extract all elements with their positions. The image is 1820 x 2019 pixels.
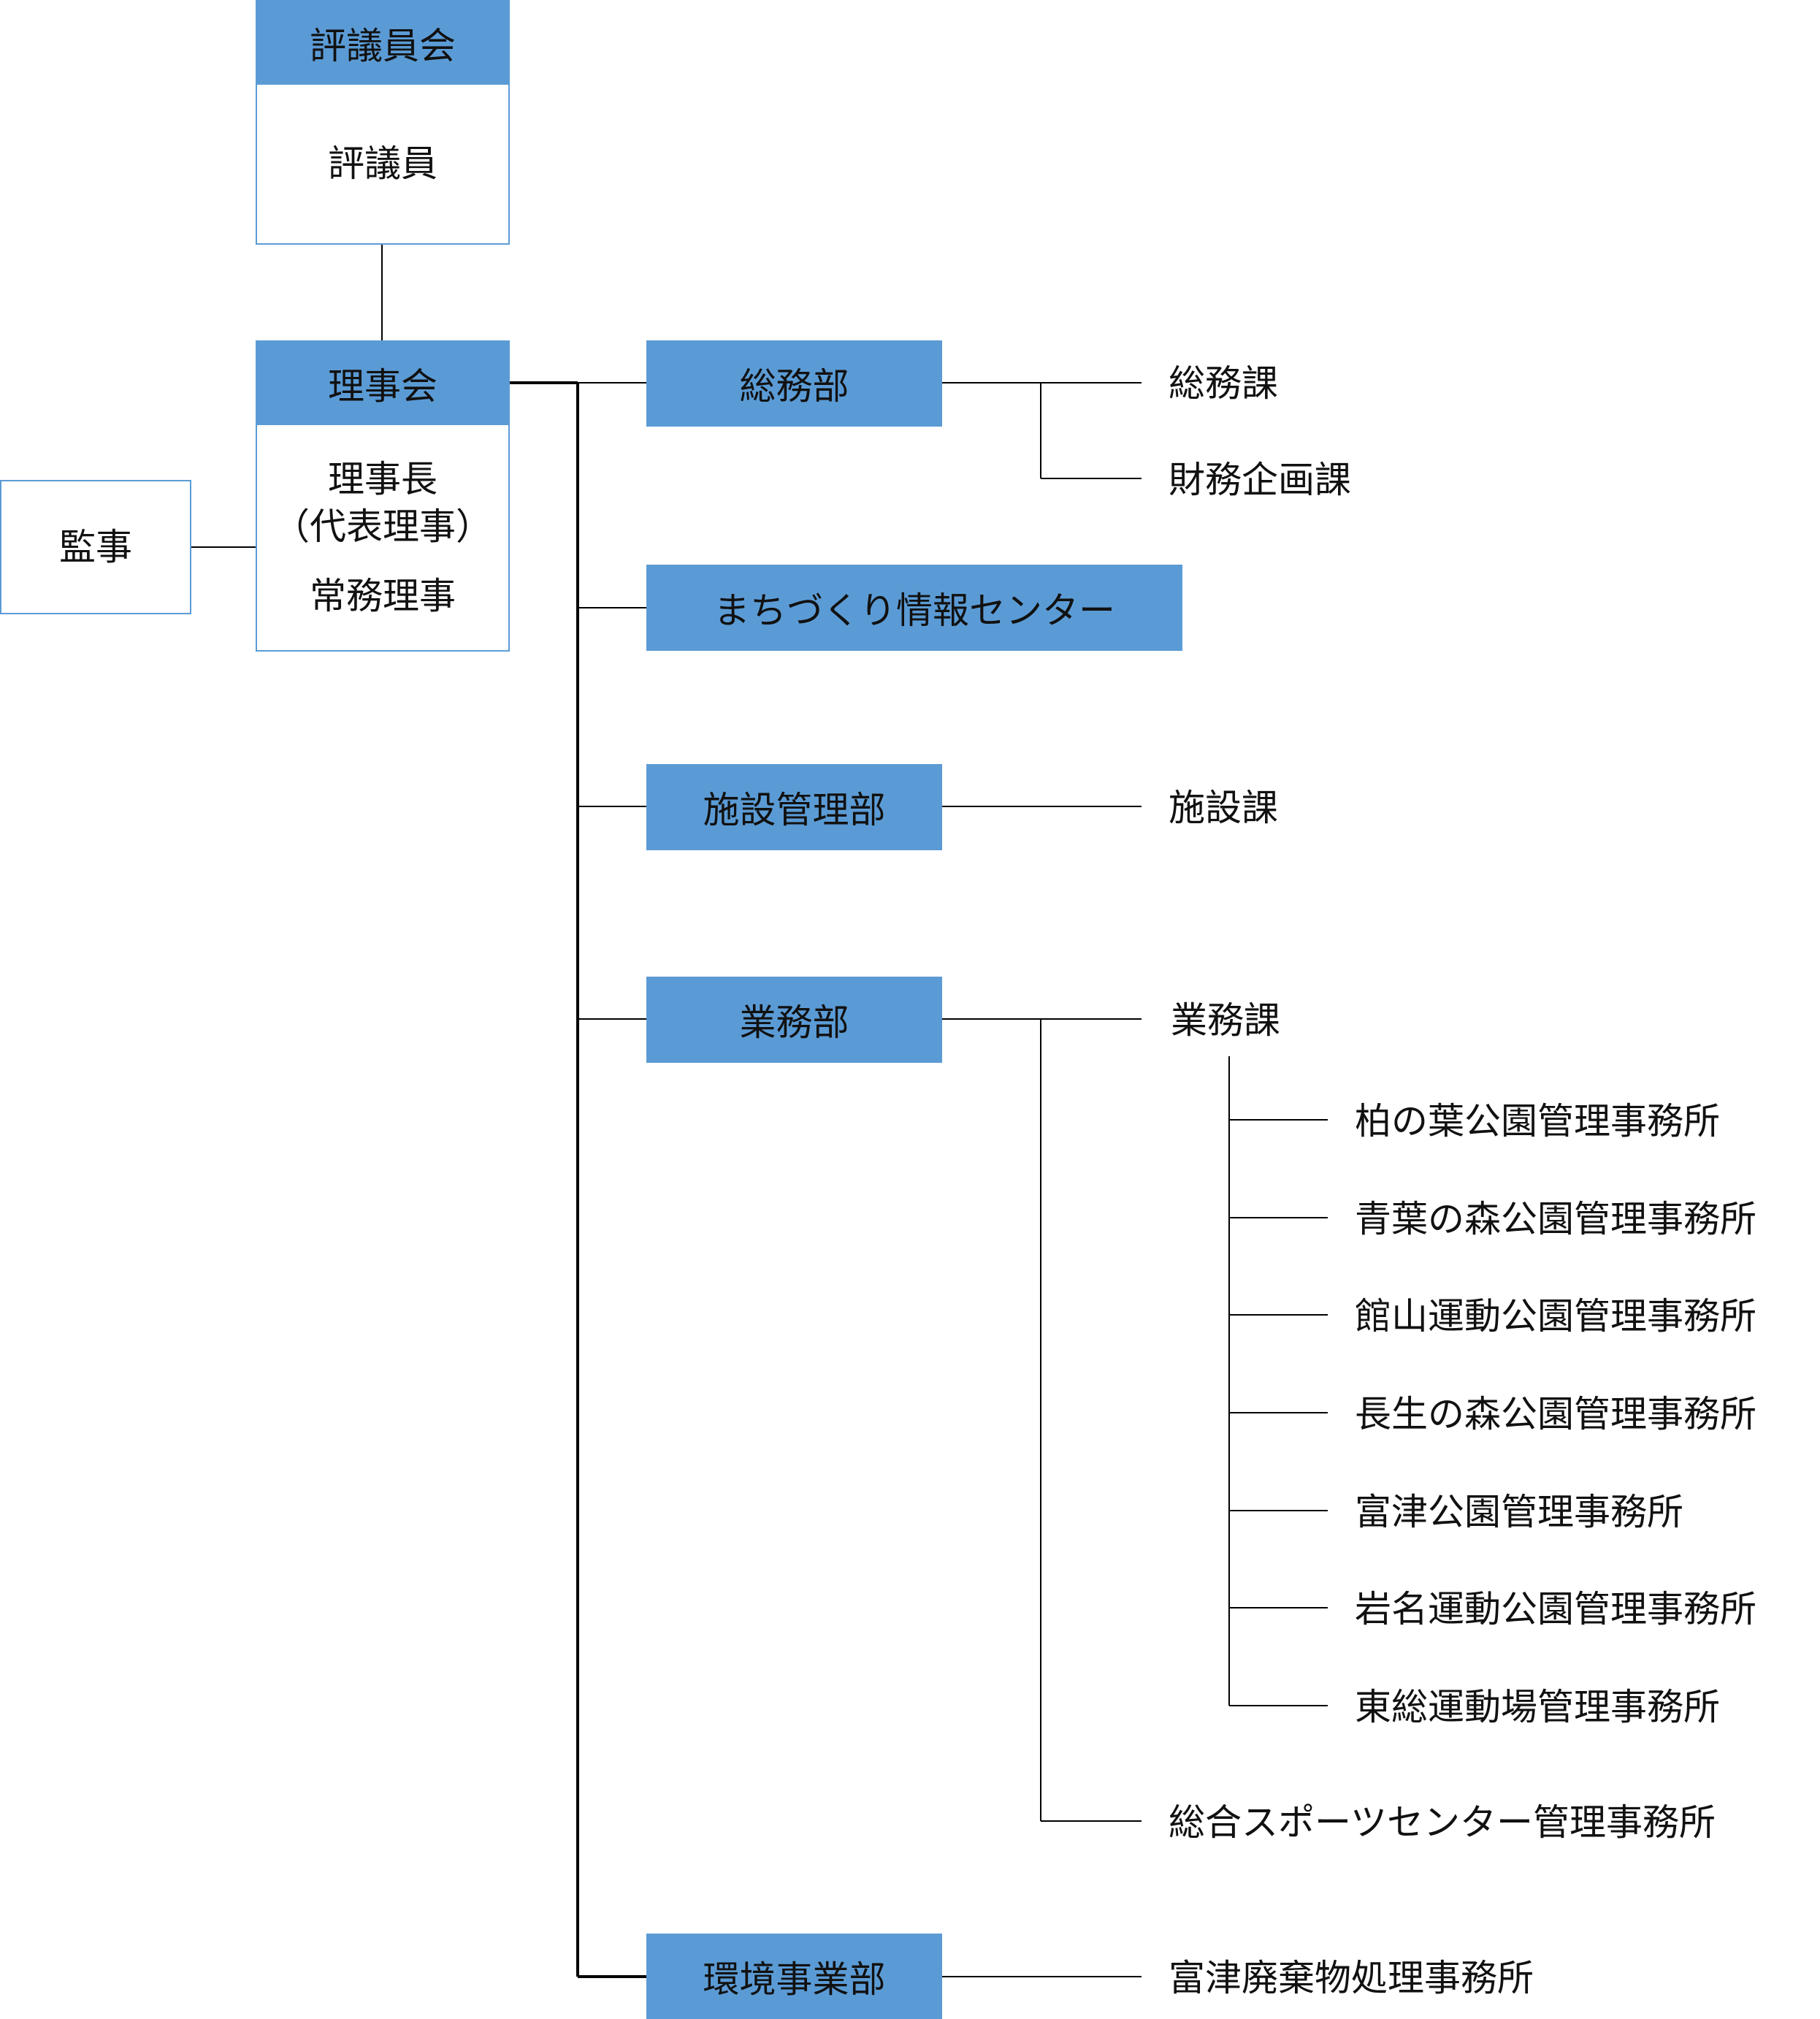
council-member-label: 評議員 <box>328 142 437 185</box>
dept-general-affairs: 総務部 <box>646 340 942 427</box>
section-general-affairs: 総務課 <box>1169 362 1278 405</box>
board-representative-label: （代表理事） <box>273 505 492 548</box>
office-sports-center: 総合スポーツセンター管理事務所 <box>1169 1801 1716 1844</box>
dept-environment: 環境事業部 <box>646 1934 942 2019</box>
office-kashiwanoha: 柏の葉公園管理事務所 <box>1355 1100 1720 1142</box>
board-chairman-label: 理事長 <box>328 457 437 500</box>
council-members-box: 評議員 <box>256 85 510 245</box>
board-executive-label: 常務理事 <box>310 574 456 617</box>
board-header: 理事会 <box>256 340 510 427</box>
office-iwana: 岩名運動公園管理事務所 <box>1355 1588 1756 1630</box>
auditor-label: 監事 <box>59 525 132 568</box>
office-aoba-no-mori: 青葉の森公園管理事務所 <box>1355 1198 1756 1240</box>
office-futtsu-waste: 富津廃棄物処理事務所 <box>1169 1957 1534 1999</box>
section-finance-planning: 財務企画課 <box>1169 459 1351 501</box>
office-toso: 東総運動場管理事務所 <box>1355 1686 1720 1728</box>
section-operations: 業務課 <box>1171 999 1280 1042</box>
dept-facilities: 施設管理部 <box>646 764 942 850</box>
section-facilities: 施設課 <box>1169 787 1278 829</box>
office-chosei-no-mori: 長生の森公園管理事務所 <box>1355 1393 1756 1435</box>
dept-machizukuri-center: まちづくり情報センター <box>646 565 1182 651</box>
board-members-box: 理事長 （代表理事） 常務理事 <box>256 425 510 652</box>
council-header: 評議員会 <box>256 0 510 86</box>
office-futtsu-park: 富津公園管理事務所 <box>1355 1491 1683 1533</box>
office-tateyama: 館山運動公園管理事務所 <box>1355 1295 1756 1337</box>
auditor-box: 監事 <box>0 480 191 614</box>
dept-operations: 業務部 <box>646 977 942 1063</box>
